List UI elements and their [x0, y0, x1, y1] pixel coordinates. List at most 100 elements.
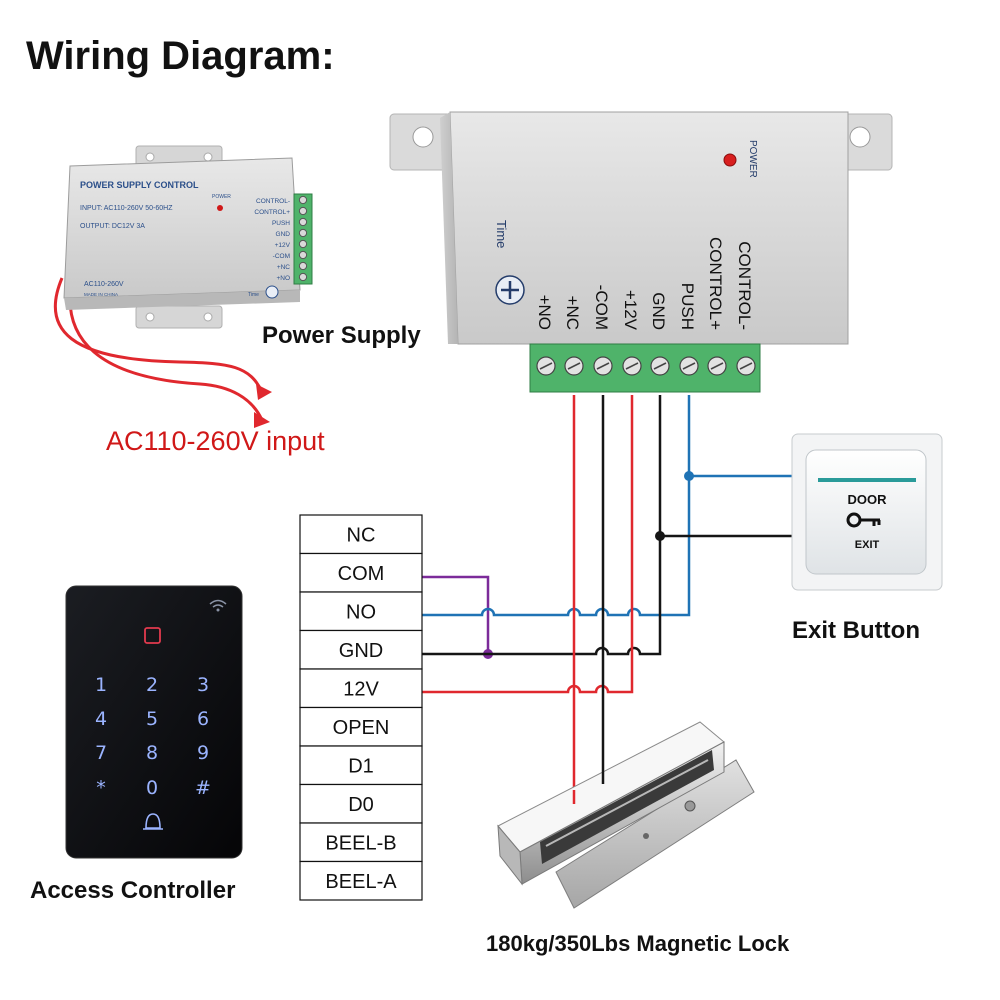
small-ps-terminal-screw [298, 195, 308, 205]
large-ps-terminal-label: +12V [621, 290, 640, 331]
junction-push [684, 471, 694, 481]
small-ps-terminal-screw [298, 228, 308, 238]
small-ps-time-knob [265, 285, 279, 299]
small-ps-terminal-label: PUSH [272, 220, 290, 227]
wires [422, 395, 800, 790]
exit-button-exit-text: EXIT [855, 539, 880, 551]
magnetic-lock [497, 721, 755, 909]
keypad-key: # [195, 777, 211, 799]
controller-terminal-cell [299, 591, 423, 632]
page-title: Wiring Diagram: [26, 34, 335, 78]
controller-terminal-cell [299, 706, 423, 747]
controller-terminal-label: OPEN [333, 717, 390, 739]
small-ps-power-label: POWER [212, 194, 231, 200]
small-ps-terminal-screw [298, 261, 308, 271]
small-ps-terminal-screw [298, 250, 308, 260]
small-ps-terminal-screw [298, 217, 308, 227]
keypad-key: * [96, 777, 106, 799]
card-reader-icon [144, 627, 161, 644]
large-ps-power-led [723, 153, 737, 167]
controller-terminal-label: GND [339, 640, 383, 662]
large-ps-terminal-label: PUSH [678, 283, 697, 330]
small-ps-terminal-screw [298, 272, 308, 282]
keypad-key: 4 [95, 708, 107, 730]
controller-terminal-label: D0 [348, 794, 374, 816]
large-ps-screw-slot [539, 362, 553, 370]
small-ps-terminal-label: +NC [277, 264, 290, 271]
controller-terminal-label: D1 [348, 755, 374, 777]
small-ps-made-in: MADE IN CHINA [84, 292, 118, 297]
small-ps-voltage: AC110-260V [84, 281, 124, 288]
keypad-key: 2 [146, 674, 158, 696]
controller-terminal-label: BEEL-B [325, 832, 396, 854]
keypad-key: 3 [197, 674, 209, 696]
controller-terminal-cell [299, 822, 423, 863]
power-supply-label: Power Supply [262, 322, 421, 349]
large-ps-terminal-label: CONTROL+ [706, 237, 725, 330]
small-ps-terminal-screw [298, 239, 308, 249]
small-ps-terminal-label: CONTROL- [256, 198, 290, 205]
exit-button-door-text: DOOR [848, 492, 888, 507]
keypad-key: 7 [95, 742, 107, 764]
wire-com-gnd [422, 575, 490, 654]
small-ps-power-led [217, 205, 223, 211]
large-ps-screw-slot [710, 362, 724, 370]
wifi-icon [209, 599, 227, 608]
small-ps-terminal-label: GND [276, 231, 291, 238]
ac-input-label: AC110-260V input [106, 426, 325, 456]
controller-terminal-label: NO [346, 601, 376, 623]
small-ps-time-label: Time [248, 292, 259, 298]
small-ps-terminal-label: +12V [275, 242, 291, 249]
ac-arrow-1 [256, 384, 272, 400]
large-ps-terminal-label: -COM [592, 285, 611, 330]
small-ps-terminal-label: +NO [276, 275, 290, 282]
keypad-key: 5 [146, 708, 158, 730]
wire-no-push [422, 395, 691, 617]
controller-terminal-label: NC [347, 524, 376, 546]
controller-terminal-cell [299, 783, 423, 824]
large-ps-screw-slot [653, 362, 667, 370]
controller-terminal-label: BEEL-A [325, 871, 397, 893]
ac-arrow-2 [254, 412, 270, 428]
large-ps-terminal-label: GND [649, 292, 668, 330]
ac-input-wire-2 [68, 277, 264, 421]
small-ps-terminal-label: CONTROL+ [254, 209, 290, 216]
exit-button-label: Exit Button [792, 617, 920, 644]
large-ps-time-label: Time [494, 220, 509, 248]
small-ps-terminal-screw [298, 206, 308, 216]
large-ps-screw-slot [625, 362, 639, 370]
keypad-key: 6 [197, 708, 209, 730]
controller-terminal-cell [299, 552, 423, 593]
small-power-supply: POWER SUPPLY CONTROL INPUT: AC110-260V 5… [53, 145, 313, 428]
large-ps-terminal-label: CONTROL- [735, 241, 754, 330]
controller-terminal-label: COM [338, 563, 385, 585]
large-ps-screw-slot [739, 362, 753, 370]
small-ps-heading: POWER SUPPLY CONTROL [80, 180, 199, 190]
large-ps-screw-slot [567, 362, 581, 370]
keypad-key: 0 [146, 777, 158, 799]
ac-input-wire-1 [53, 277, 264, 393]
large-ps-screw-slot [682, 362, 696, 370]
access-controller-label: Access Controller [30, 877, 236, 904]
large-ps-terminal-label: +NC [563, 296, 582, 330]
exit-button-device: DOOR EXIT [791, 433, 943, 591]
controller-terminal-label: 12V [343, 678, 379, 700]
large-ps-power-label: POWER [747, 140, 758, 178]
small-ps-output-spec: OUTPUT: DC12V 3A [80, 223, 145, 230]
small-ps-terminal-label: -COM [273, 253, 290, 260]
magnetic-lock-label: 180kg/350Lbs Magnetic Lock [486, 931, 790, 956]
controller-terminal-cell [299, 860, 423, 901]
wire-gnd [422, 395, 662, 656]
bell-icon [143, 813, 163, 830]
keypad-key: 1 [95, 674, 107, 696]
junction-gnd [655, 531, 665, 541]
keypad-key: 8 [146, 742, 158, 764]
small-ps-input-spec: INPUT: AC110-260V 50-60HZ [80, 205, 173, 212]
large-ps-screw-slot [596, 362, 610, 370]
wire-12v [422, 395, 634, 694]
